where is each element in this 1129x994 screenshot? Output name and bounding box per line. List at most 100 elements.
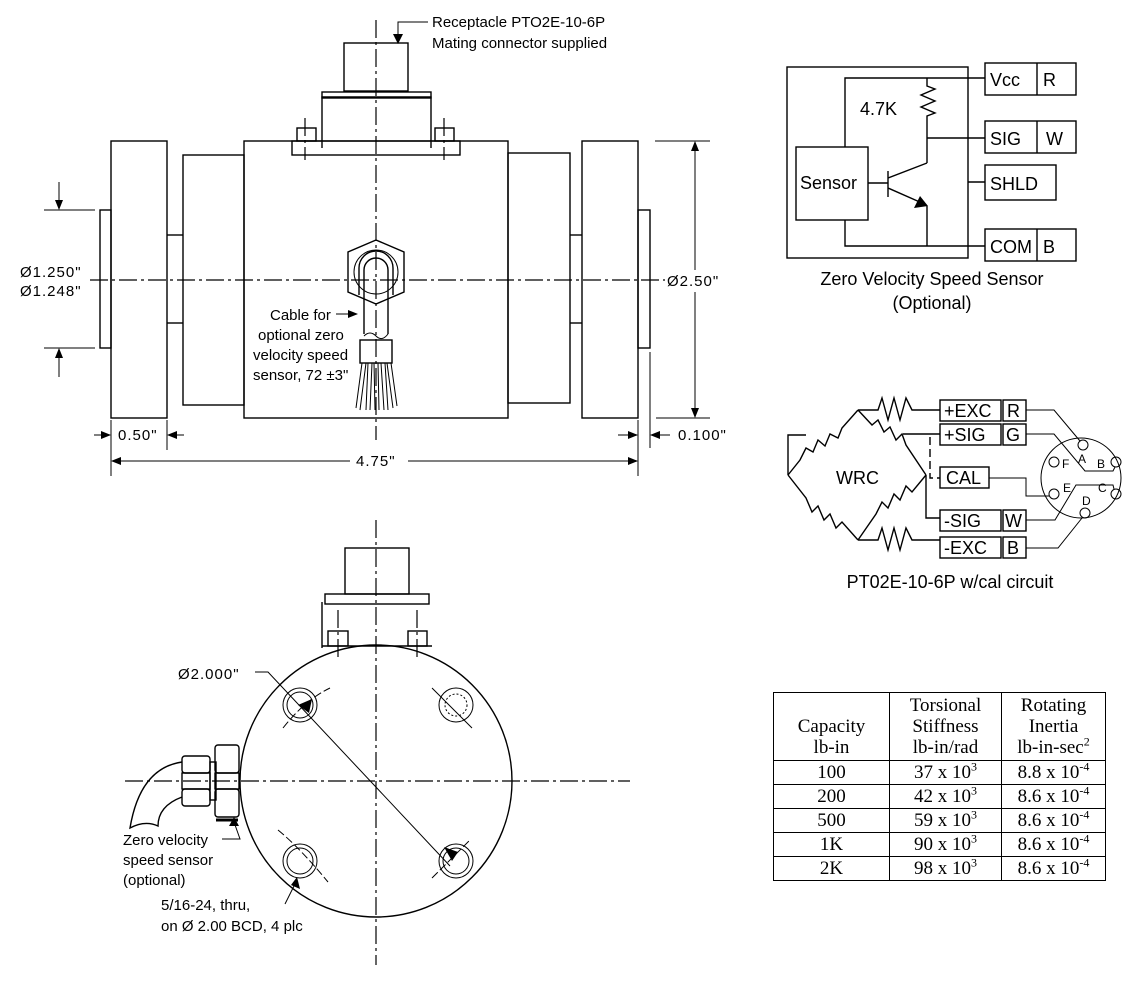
pin-vcc-signal: Vcc <box>990 70 1020 90</box>
header-stiffness-line2: Stiffness <box>912 716 979 737</box>
receptacle-note-line1: Receptacle PTO2E-10-6P <box>432 14 605 31</box>
bolt-hole-bottom-right <box>438 843 474 879</box>
header-capacity-line2: lb-in <box>813 737 850 758</box>
left-shaft-pilot <box>99 209 112 349</box>
stiffness-value: 98 x 10 <box>914 858 971 879</box>
connector-pins: A B C D E F <box>1048 439 1122 519</box>
capacity-cell: 1K <box>773 832 890 857</box>
bridge-pin-minus-exc: -EXC <box>944 538 987 558</box>
inertia-cell: 8.6 x 10-4 <box>1001 808 1106 833</box>
bridge-pin-cal: CAL <box>946 468 981 488</box>
speed-sensor-caption-line1: Zero Velocity Speed Sensor <box>820 269 1043 289</box>
sensor-note-line3: (optional) <box>123 872 186 889</box>
shaft-diameter-max: Ø1.250" <box>20 264 82 281</box>
end-view: Ø2.000" Zero velocity speed sensor (opti… <box>123 520 630 965</box>
capacity-cell: 2K <box>773 856 890 881</box>
pin-a-label: A <box>1078 452 1086 466</box>
inertia-exponent: -4 <box>1079 855 1090 870</box>
table-row: 2K 98 x 103 8.6 x 10-4 <box>773 855 1106 881</box>
bolt-hole-top-left <box>282 687 318 723</box>
right-pilot <box>637 209 651 349</box>
inertia-value: 8.6 x 10 <box>1017 858 1080 879</box>
header-torsional-stiffness: Torsional Stiffness lb-in/rad <box>889 692 1002 761</box>
table-row: 100 37 x 103 8.8 x 10-4 <box>773 759 1106 785</box>
connector-base <box>321 96 432 148</box>
stiffness-cell: 90 x 103 <box>889 831 1002 857</box>
cable-wires <box>355 362 398 411</box>
overall-length: 4.75" <box>356 453 396 470</box>
bridge-pin-plus-sig-color: G <box>1006 425 1020 445</box>
pin-c-label: C <box>1098 481 1107 495</box>
hole-note-line1: 5/16-24, thru, <box>161 897 250 914</box>
cable-sleeve <box>359 339 393 364</box>
cable <box>363 257 389 334</box>
mount-screw-left <box>296 127 317 142</box>
cable-note-line3: velocity speed <box>253 347 348 364</box>
pin-d-label: D <box>1082 494 1091 508</box>
stiffness-cell: 59 x 103 <box>889 807 1002 833</box>
bridge-pin-minus-exc-color: B <box>1007 538 1019 558</box>
header-capacity: Capacity lb-in <box>773 692 890 761</box>
gland-nut-hex <box>347 239 405 305</box>
header-stiffness-line3: lb-in/rad <box>912 737 979 758</box>
stiffness-value: 59 x 10 <box>914 810 971 831</box>
bridge-label: WRC <box>836 468 879 488</box>
stiffness-exponent: 3 <box>971 783 977 798</box>
resistor-value: 4.7K <box>860 99 897 119</box>
pin-sig-signal: SIG <box>990 129 1021 149</box>
stiffness-exponent: 3 <box>971 759 977 774</box>
stiffness-exponent: 3 <box>971 807 977 822</box>
pin-sig-color: W <box>1046 129 1063 149</box>
capacity-cell: 100 <box>773 760 890 785</box>
inertia-exponent: -4 <box>1079 831 1090 846</box>
bridge-pin-minus-sig-color: W <box>1005 511 1022 531</box>
bolt-circle-diameter: Ø2.000" <box>178 666 240 683</box>
speed-sensor-caption-line2: (Optional) <box>892 293 971 313</box>
sensor-note-line2: speed sensor <box>123 852 213 869</box>
receptacle-leader <box>397 21 428 36</box>
pin-b-label: B <box>1097 457 1105 471</box>
pin-com-signal: COM <box>990 237 1032 257</box>
pin-vcc-color: R <box>1043 70 1056 90</box>
inertia-exponent: -4 <box>1079 759 1090 774</box>
right-hub <box>507 152 571 404</box>
bridge-pin-plus-exc: +EXC <box>944 401 992 421</box>
bridge-pin-plus-sig: +SIG <box>944 425 986 445</box>
hole-note-line2: on Ø 2.00 BCD, 4 plc <box>161 918 303 935</box>
connector-face <box>1040 437 1122 519</box>
stiffness-cell: 98 x 103 <box>889 855 1002 881</box>
stiffness-cell: 42 x 103 <box>889 783 1002 809</box>
bridge-pin-plus-exc-color: R <box>1007 401 1020 421</box>
capacity-cell: 500 <box>773 808 890 833</box>
stiffness-value: 37 x 10 <box>914 762 971 783</box>
spec-table: Capacity lb-in Torsional Stiffness lb-in… <box>773 692 1106 881</box>
flange-width: 0.50" <box>118 427 158 444</box>
inertia-cell: 8.6 x 10-4 <box>1001 783 1106 809</box>
end-connector-body <box>344 547 410 595</box>
bolt-hole-top-right <box>431 687 474 729</box>
cable-note-line1: Cable for <box>270 307 331 324</box>
inertia-value: 8.6 x 10 <box>1017 834 1080 855</box>
stiffness-value: 90 x 10 <box>914 834 971 855</box>
pilot-depth: 0.100" <box>678 427 727 444</box>
table-row: 500 59 x 103 8.6 x 10-4 <box>773 807 1106 833</box>
stiffness-exponent: 3 <box>971 831 977 846</box>
receptacle-arrow-icon <box>393 34 403 44</box>
spec-table-header: Capacity lb-in Torsional Stiffness lb-in… <box>773 692 1106 761</box>
bridge-pin-minus-sig: -SIG <box>944 511 981 531</box>
header-stiffness-line1: Torsional <box>909 695 982 716</box>
stiffness-cell: 37 x 103 <box>889 759 1002 785</box>
sensor-leader <box>222 821 241 840</box>
bridge-circuit: WRC +EXC R +SIG G CAL -SIG W -EXC B A <box>787 395 1122 592</box>
inertia-value: 8.6 x 10 <box>1017 810 1080 831</box>
header-inertia-exponent: 2 <box>1083 734 1090 749</box>
side-view: Receptacle PTO2E-10-6P Mating connector … <box>20 14 727 476</box>
emitter-arrow-icon <box>914 196 928 208</box>
pin-com-color: B <box>1043 237 1055 257</box>
speed-sensor-fitting <box>129 744 240 830</box>
inertia-exponent: -4 <box>1079 783 1090 798</box>
speed-sensor-circuit: Sensor 4.7K Vcc R SIG W SHLD COM B Zero … <box>786 62 1077 313</box>
inertia-value: 8.6 x 10 <box>1017 786 1080 807</box>
stiffness-exponent: 3 <box>971 855 977 870</box>
